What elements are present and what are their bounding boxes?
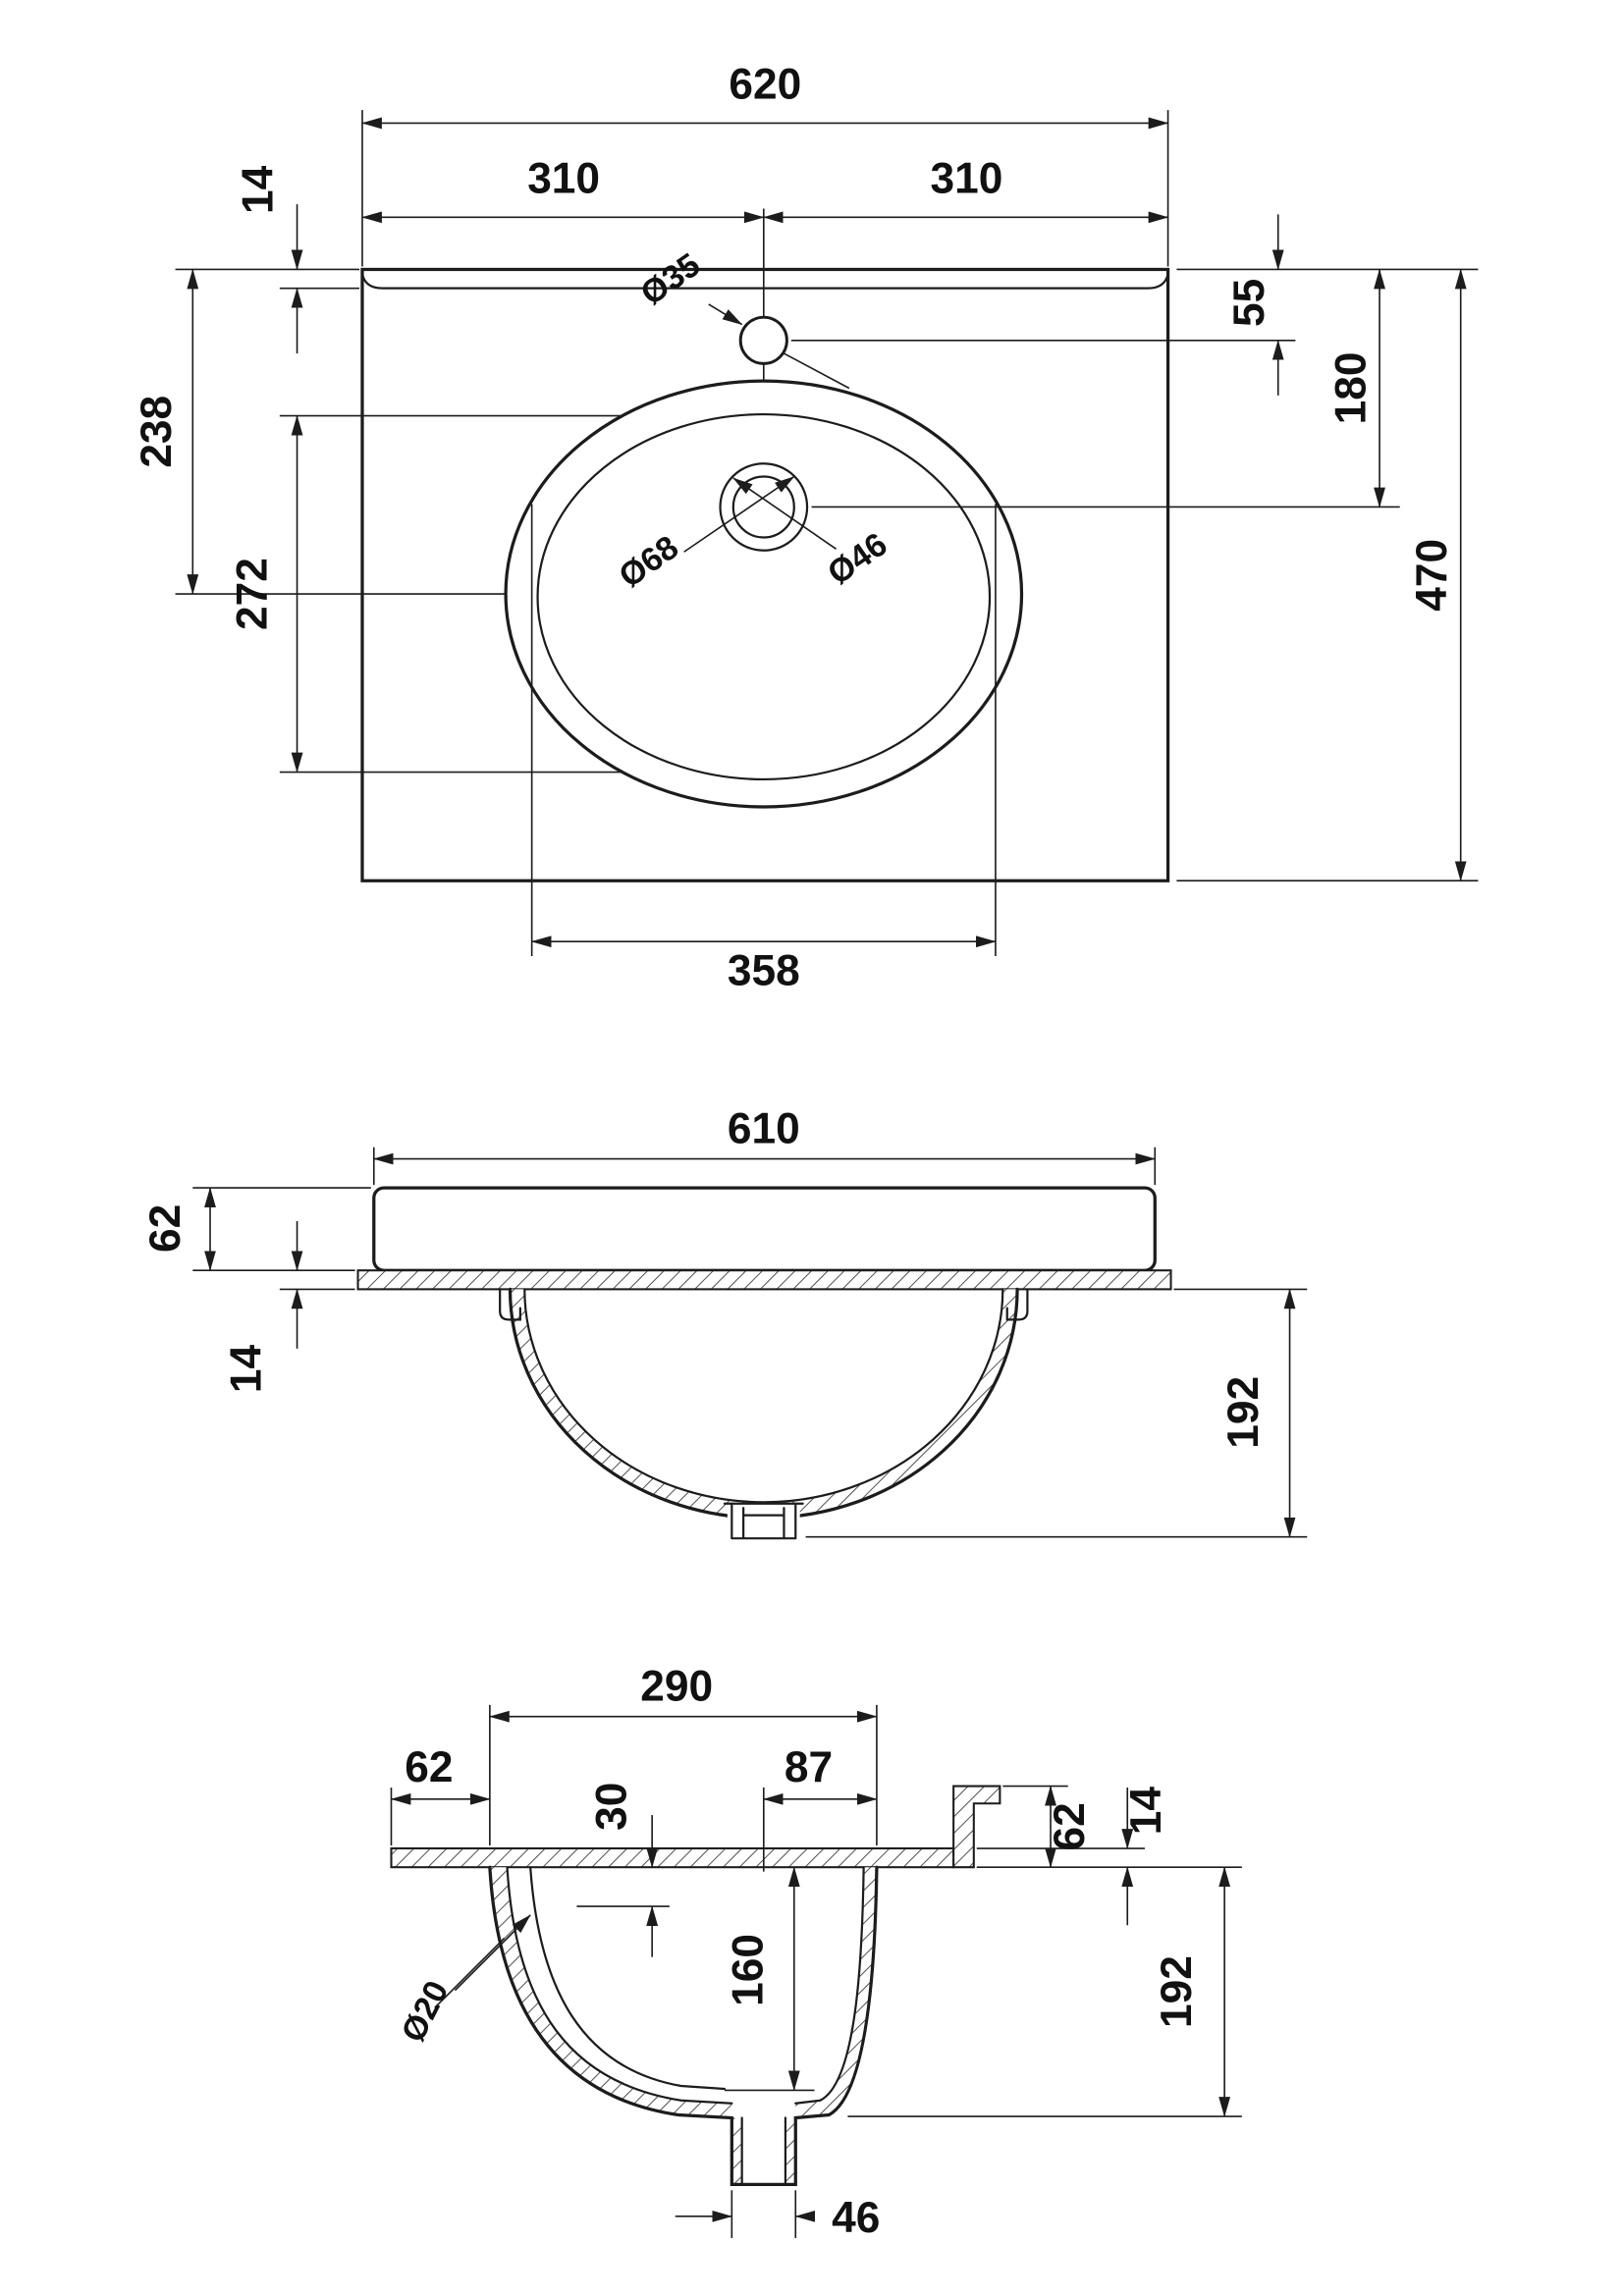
dim-side-opening-width: 290 bbox=[640, 1662, 713, 1710]
dim-side-front-ledge: 62 bbox=[405, 1743, 453, 1791]
dim-plan-left-half: 310 bbox=[527, 154, 600, 202]
dim-plan-bowl-length: 272 bbox=[229, 558, 277, 630]
dim-side-overall-depth: 192 bbox=[1153, 1955, 1201, 2028]
dim-side-overflow-hole: Ø20 bbox=[394, 1975, 456, 2048]
plan-bowl-inner bbox=[536, 412, 992, 781]
dim-plan-tap-hole: Ø35 bbox=[634, 246, 707, 313]
dim-side-waste-offset: 87 bbox=[784, 1743, 833, 1791]
plan-counter-outline bbox=[360, 267, 1170, 882]
dim-front-rim: 14 bbox=[223, 1345, 271, 1394]
front-clip-right bbox=[1005, 1288, 1029, 1321]
side-bowl-outer bbox=[488, 1865, 879, 2186]
front-clip-left bbox=[499, 1288, 521, 1321]
dim-side-waste-width: 46 bbox=[832, 2194, 880, 2242]
dim-plan-waste-inner: Ø46 bbox=[821, 526, 893, 593]
dim-plan-waste-setback: 180 bbox=[1326, 352, 1375, 425]
dim-front-depth: 192 bbox=[1219, 1376, 1268, 1449]
dim-side-overflow-drop: 30 bbox=[588, 1783, 636, 1831]
front-rim-strip bbox=[356, 1269, 1172, 1291]
dim-plan-right-half: 310 bbox=[930, 154, 1002, 202]
front-waste-fitting bbox=[723, 1502, 804, 1540]
front-view: 610 62 14 192 bbox=[141, 1104, 1308, 1542]
dim-plan-tap-setback: 55 bbox=[1225, 279, 1273, 327]
side-rim-strip bbox=[390, 1846, 955, 1869]
dim-plan-bowl-center-offset: 238 bbox=[133, 396, 181, 468]
dim-side-rim: 14 bbox=[1122, 1787, 1170, 1836]
dim-front-width: 610 bbox=[728, 1104, 800, 1152]
plan-back-rail bbox=[360, 272, 1169, 290]
front-top-outline bbox=[372, 1186, 1157, 1272]
plan-waste-inner bbox=[731, 475, 795, 539]
dim-plan-rim: 14 bbox=[234, 165, 282, 214]
front-bowl-wall bbox=[510, 1289, 1018, 1519]
side-view: 290 62 87 30 62 14 160 192 Ø20 46 bbox=[390, 1662, 1242, 2242]
dim-side-bowl-inner-depth: 160 bbox=[724, 1934, 772, 2006]
plan-view: 620 310 310 14 238 272 55 180 470 358 Ø3… bbox=[133, 60, 1479, 994]
dim-plan-overall-depth: 470 bbox=[1408, 539, 1456, 612]
side-overflow-channel bbox=[529, 1866, 727, 2091]
dim-side-upstand-height: 62 bbox=[1046, 1802, 1094, 1850]
plan-bowl-outer bbox=[504, 379, 1024, 809]
side-upstand bbox=[952, 1785, 1001, 1869]
plan-tap-hole bbox=[738, 315, 788, 365]
dim-plan-waste-outer: Ø68 bbox=[613, 528, 685, 595]
dim-plan-bowl-width: 358 bbox=[728, 946, 800, 994]
dim-front-apron-height: 62 bbox=[141, 1204, 189, 1253]
plan-waste-outer bbox=[719, 462, 809, 552]
dim-plan-overall-width: 620 bbox=[729, 60, 801, 108]
